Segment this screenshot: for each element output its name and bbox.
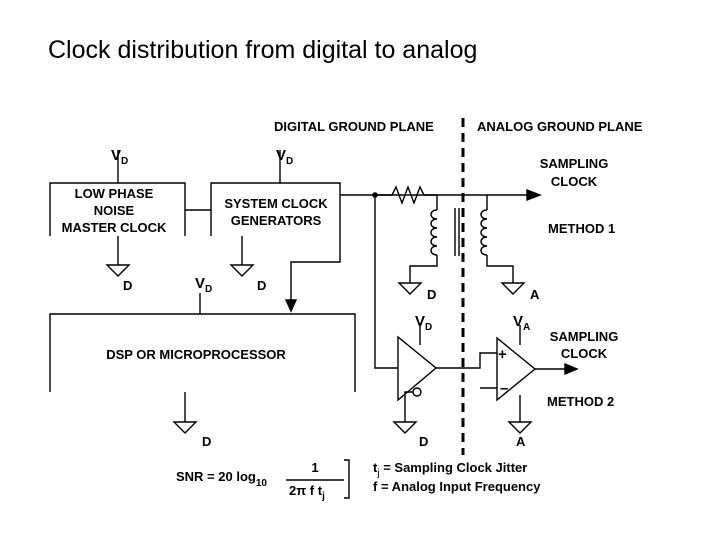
transformer-secondary: [480, 209, 488, 256]
ground-symbol: [397, 282, 423, 295]
va-label: VA: [513, 313, 530, 333]
snr-formula-lhs: SNR = 20 log10: [176, 469, 267, 489]
arrowhead-sampling-1: [526, 188, 542, 202]
ground-symbol: [229, 264, 255, 277]
transformer-primary: [430, 209, 438, 256]
arrowhead-sampling-2: [564, 362, 579, 376]
arrowhead-dsp: [284, 299, 298, 313]
page-title: Clock distribution from digital to analo…: [48, 36, 478, 64]
ground-symbol: [500, 282, 526, 295]
ground-symbol: [172, 421, 198, 434]
dsp-label: DSP OR MICROPROCESSOR: [106, 347, 286, 362]
analog-ground-plane-label: ANALOG GROUND PLANE: [477, 119, 643, 134]
master-clock-label: NOISE: [94, 203, 135, 218]
ground-label-d: D: [123, 278, 132, 293]
ground-symbol: [392, 421, 418, 434]
vd-label: VD: [415, 313, 432, 333]
ground-label-d: D: [202, 434, 211, 449]
ground-symbol: [105, 264, 131, 277]
vd-label: VD: [111, 147, 128, 167]
snr-numerator: 1: [311, 460, 318, 475]
ground-label-a: A: [516, 434, 526, 449]
master-clock-label: LOW PHASE: [75, 186, 154, 201]
comparator-plus: +: [498, 346, 507, 363]
method-2-label: METHOD 2: [547, 394, 614, 409]
resistor: [391, 185, 425, 205]
digital-ground-plane-label: DIGITAL GROUND PLANE: [274, 119, 434, 134]
ground-label-a: A: [530, 287, 540, 302]
method-1-label: METHOD 1: [548, 221, 615, 236]
ground-label-d: D: [419, 434, 428, 449]
master-clock-label: MASTER CLOCK: [62, 220, 167, 235]
sampling-clock-label: SAMPLING: [540, 156, 609, 171]
sampling-clock-label: CLOCK: [551, 174, 598, 189]
jitter-legend: tj = Sampling Clock Jitter: [373, 460, 527, 479]
ground-label-d: D: [427, 287, 436, 302]
vd-label: VD: [276, 147, 293, 167]
sampling-clock-label: SAMPLING: [550, 329, 619, 344]
system-clock-label: GENERATORS: [231, 213, 322, 228]
vd-label: VD: [195, 275, 212, 295]
sampling-clock-label: CLOCK: [561, 346, 608, 361]
ground-label-d: D: [257, 278, 266, 293]
dsp-block: [49, 313, 356, 392]
comparator-minus: –: [500, 380, 508, 397]
frequency-legend: f = Analog Input Frequency: [373, 479, 541, 494]
system-clock-label: SYSTEM CLOCK: [224, 196, 328, 211]
ground-symbol: [507, 421, 533, 434]
snr-denominator: 2π f tj: [289, 483, 325, 502]
buffer-gate: [397, 335, 438, 402]
comparator: [496, 336, 537, 402]
